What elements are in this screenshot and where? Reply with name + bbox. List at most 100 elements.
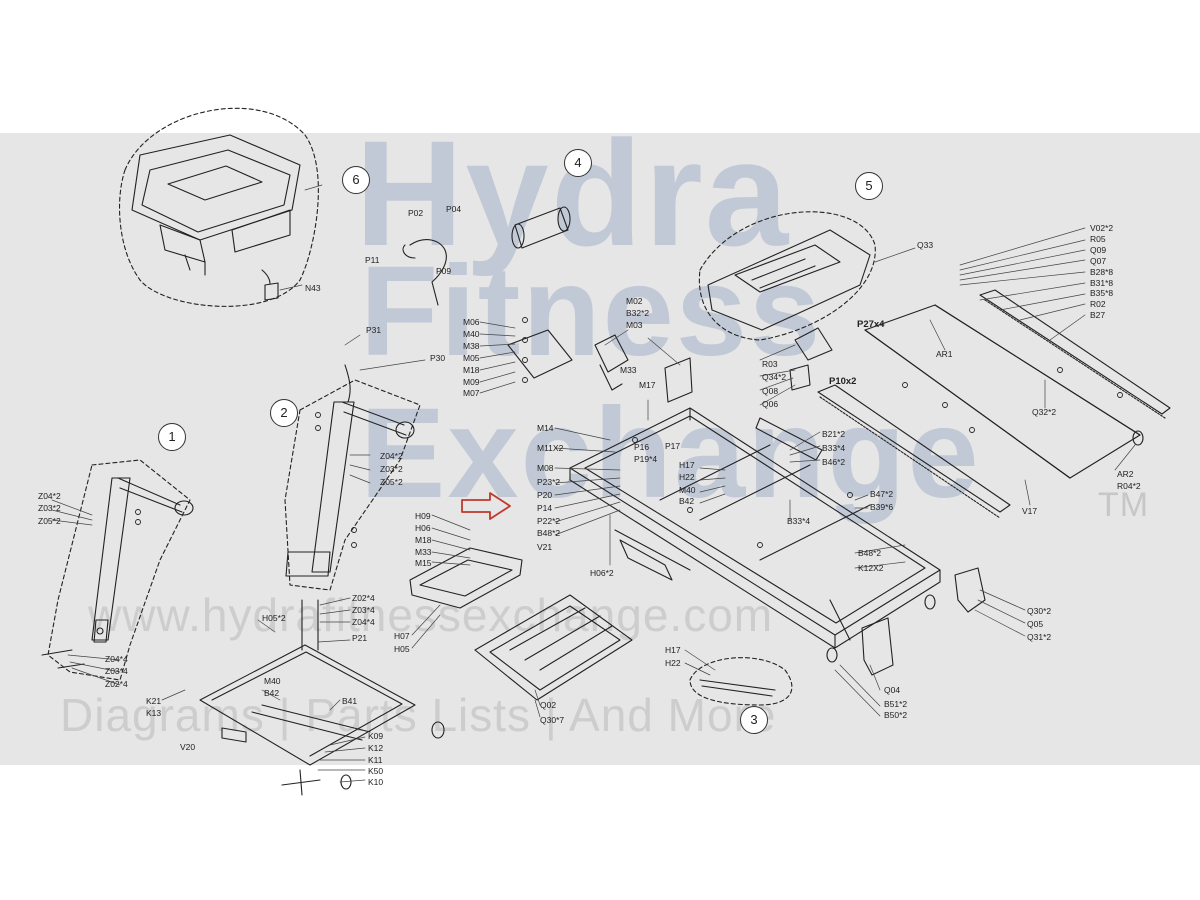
part-label: V17 (1022, 506, 1038, 516)
part-label: Z04*2 (380, 451, 403, 461)
upright-right (311, 401, 355, 573)
part-label: Q30*2 (1027, 606, 1052, 616)
group-number-4: 4 (564, 149, 592, 177)
part-label: Q34*2 (762, 372, 787, 382)
motor (594, 334, 629, 391)
part-label: P04 (446, 204, 462, 214)
part-label: B50*2 (884, 710, 908, 720)
group-number-3: 3 (740, 706, 768, 734)
part-label: Z04*4 (105, 654, 128, 664)
part-label: Z04*2 (38, 491, 61, 501)
roller (514, 207, 569, 249)
part-label: H09 (415, 511, 431, 521)
part-label: Z03*4 (352, 605, 375, 615)
part-label: P19*4 (634, 454, 658, 464)
part-label: P14 (537, 503, 553, 513)
group-3-boundary (689, 657, 793, 706)
group-number-6: 6 (342, 166, 370, 194)
part-label: AR2 (1117, 469, 1134, 479)
part-label: M40 (463, 329, 480, 339)
part-label: M40 (679, 485, 696, 495)
part-label: P16 (634, 442, 650, 452)
part-label: P23*2 (537, 477, 561, 487)
part-label: M18 (415, 535, 432, 545)
part-label: R04*2 (1117, 481, 1141, 491)
part-label: B48*2 (858, 548, 882, 558)
part-label: V21 (537, 542, 553, 552)
part-label: H05 (394, 644, 410, 654)
rail-left (817, 384, 1011, 513)
part-label-bold: P10x2 (829, 376, 857, 387)
part-label: R05 (1090, 234, 1106, 244)
part-label: P30 (430, 353, 446, 363)
part-label: B48*2 (537, 528, 561, 538)
group-number-2: 2 (270, 399, 298, 427)
part-label: AR1 (936, 349, 953, 359)
part-label: P20 (537, 490, 553, 500)
part-label: M06 (463, 317, 480, 327)
upright-left (91, 477, 131, 641)
part-label: Z03*2 (380, 464, 403, 474)
part-label: M05 (463, 353, 480, 363)
rail-right (979, 289, 1171, 415)
part-label: Z05*2 (38, 516, 61, 526)
part-label: B47*2 (870, 489, 894, 499)
handle-left (117, 477, 183, 513)
part-label: K09 (368, 731, 384, 741)
part-label: H22 (665, 658, 681, 668)
part-label: H17 (665, 645, 681, 655)
watermark-line-3: Exchange (360, 382, 981, 525)
part-label: R03 (762, 359, 778, 369)
part-label: H07 (394, 631, 410, 641)
motor-hood (707, 229, 871, 331)
group-6-boundary (118, 107, 319, 307)
group-2-boundary (284, 379, 421, 591)
pointer-arrow (461, 492, 511, 520)
part-label: P31 (366, 325, 382, 335)
watermark-url: www.hydrafitnessexchange.com (88, 589, 774, 641)
group-5-boundary (698, 211, 876, 341)
part-label: M14 (537, 423, 554, 433)
motor-bracket (507, 329, 573, 379)
part-label: Z03*4 (105, 666, 128, 676)
part-label: Q04 (884, 685, 901, 695)
sensor-cable (402, 239, 447, 306)
part-label: B51*2 (884, 699, 908, 709)
part-label: R02 (1090, 299, 1106, 309)
running-deck (864, 304, 1141, 479)
part-label: V02*2 (1090, 223, 1114, 233)
part-label: Q02 (540, 700, 557, 710)
watermark-tagline: Diagrams | Parts Lists | And More (60, 689, 777, 741)
part-label: P09 (436, 266, 452, 276)
part-label: M09 (463, 377, 480, 387)
part-label: M02 (626, 296, 643, 306)
part-label: Q09 (1090, 245, 1107, 255)
motor-pan (474, 594, 633, 701)
part-label: Q08 (762, 386, 779, 396)
part-label: Z02*4 (352, 593, 375, 603)
part-label: B32*2 (626, 308, 650, 318)
part-label: Z05*2 (380, 477, 403, 487)
part-label: K13 (146, 708, 162, 718)
part-label: P21 (352, 633, 368, 643)
part-label: B41 (342, 696, 358, 706)
part-label: Q33 (917, 240, 934, 250)
part-label: M15 (415, 558, 432, 568)
group-1-boundary (47, 459, 191, 681)
part-label: M40 (264, 676, 281, 686)
part-label: B21*2 (822, 429, 846, 439)
group-number-1: 1 (158, 423, 186, 451)
part-label: Z04*4 (352, 617, 375, 627)
part-label: P22*2 (537, 516, 561, 526)
part-label: B39*6 (870, 502, 894, 512)
part-label: H05*2 (262, 613, 286, 623)
part-label: B31*8 (1090, 278, 1114, 288)
part-label: B46*2 (822, 457, 846, 467)
part-label: M33 (415, 547, 432, 557)
part-label: P02 (408, 208, 424, 218)
part-label: Q30*7 (540, 715, 565, 725)
part-label: Q05 (1027, 619, 1044, 629)
part-label: B42 (264, 688, 280, 698)
part-label: Q07 (1090, 256, 1107, 266)
